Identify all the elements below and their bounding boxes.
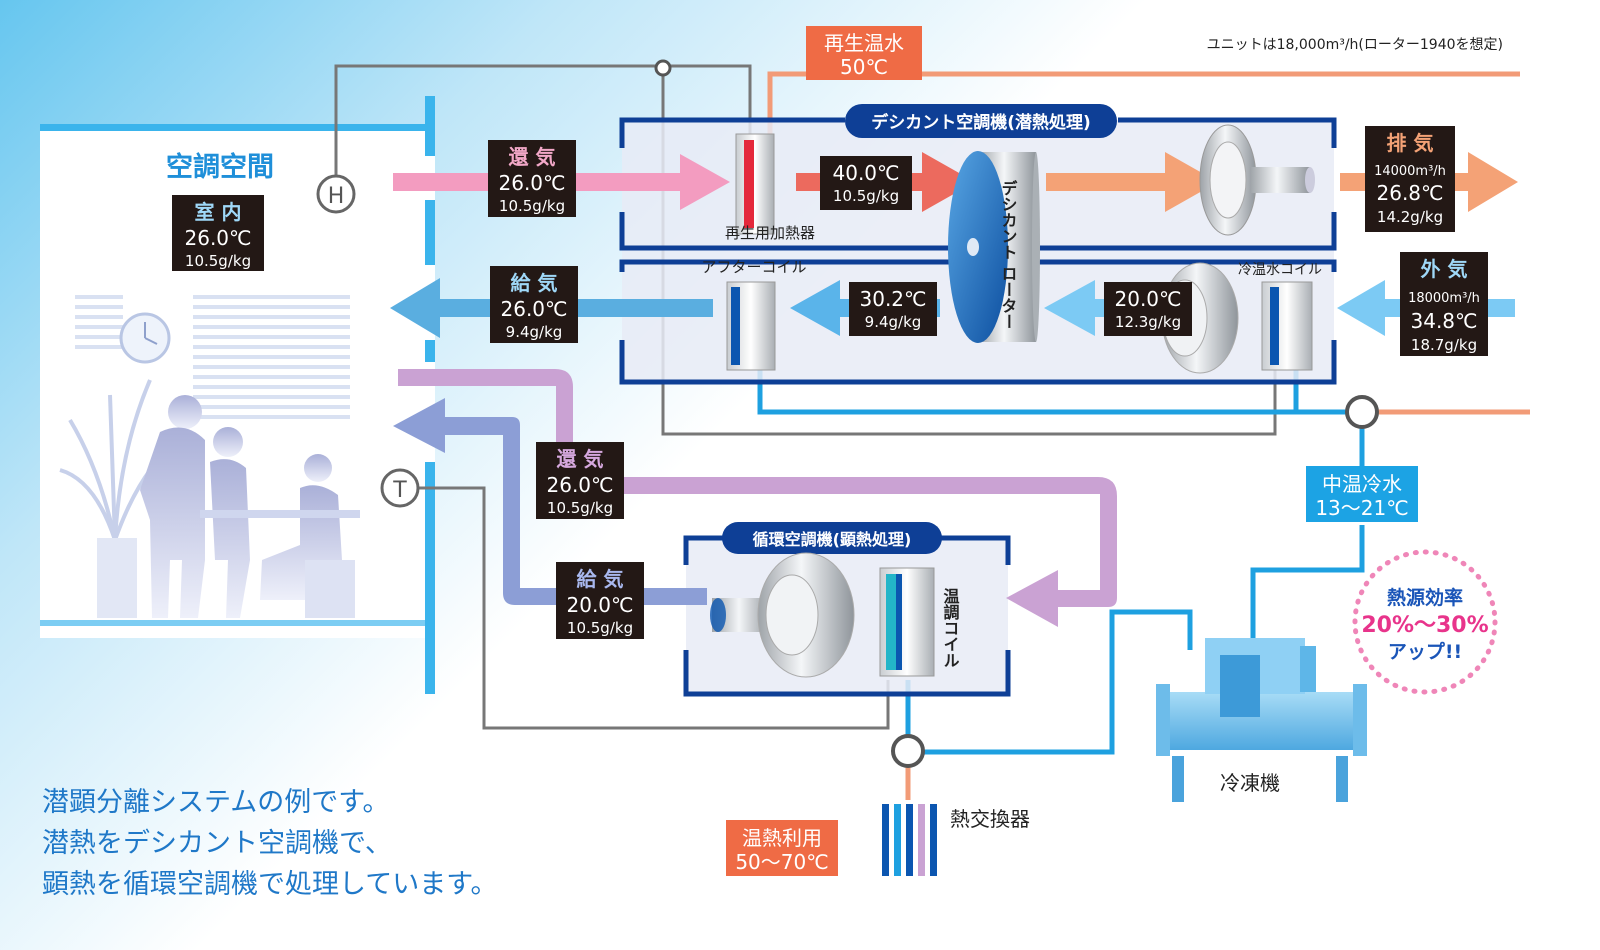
svg-text:34.8℃: 34.8℃ xyxy=(1411,309,1478,333)
description-text: 潜顕分離システムの例です。 潜熱をデシカント空調機で、 顕熱を循環空調機で処理し… xyxy=(42,782,498,905)
room-condition-label: 室 内 26.0℃ 10.5g/kg xyxy=(172,195,264,271)
svg-text:排 気: 排 気 xyxy=(1387,131,1434,155)
svg-text:18000m³/h: 18000m³/h xyxy=(1408,291,1480,306)
svg-text:室 内: 室 内 xyxy=(195,200,242,224)
hot-water-lines xyxy=(767,71,1530,800)
svg-text:12.3g/kg: 12.3g/kg xyxy=(1115,313,1181,331)
efficiency-badge: 熱源効率 20%〜30% アップ!! xyxy=(1352,549,1498,695)
desiccant-rotor xyxy=(948,151,1040,343)
svg-text:アップ!!: アップ!! xyxy=(1388,640,1462,663)
svg-text:9.4g/kg: 9.4g/kg xyxy=(865,313,922,331)
supply-air-top-label: 給 気 26.0℃ 9.4g/kg xyxy=(490,266,578,343)
svg-text:30.2℃: 30.2℃ xyxy=(860,287,927,311)
svg-text:10.5g/kg: 10.5g/kg xyxy=(185,252,251,270)
circulation-unit-title: 循環空調機(顕熱処理) xyxy=(753,530,912,549)
chw-coil-label: 冷温水コイル xyxy=(1238,262,1322,278)
post-rotor-label: 30.2℃ 9.4g/kg xyxy=(849,282,937,336)
exhaust-label: 排 気 14000m³/h 26.8℃ 14.2g/kg xyxy=(1365,126,1455,232)
svg-text:10.5g/kg: 10.5g/kg xyxy=(499,197,565,215)
supply-fan xyxy=(710,552,855,678)
svg-text:10.5g/kg: 10.5g/kg xyxy=(547,499,613,517)
svg-text:26.0℃: 26.0℃ xyxy=(501,297,568,321)
plant-pot xyxy=(97,538,137,618)
svg-text:H: H xyxy=(328,184,345,209)
heat-exchanger-label: 熱交換器 xyxy=(950,807,1030,831)
svg-text:T: T xyxy=(392,478,407,503)
svg-text:還 気: 還 気 xyxy=(509,145,556,169)
svg-text:26.0℃: 26.0℃ xyxy=(185,226,252,250)
svg-text:9.4g/kg: 9.4g/kg xyxy=(506,323,563,341)
svg-text:18.7g/kg: 18.7g/kg xyxy=(1411,336,1477,354)
rotor-label: デシカント ローター xyxy=(999,179,1018,329)
temp-coil xyxy=(879,567,935,677)
desiccant-unit-title: デシカント空調機(潜熱処理) xyxy=(871,112,1091,133)
return-air-top-label: 還 気 26.0℃ 10.5g/kg xyxy=(488,140,576,217)
description-line-3: 顕熱を循環空調機で処理しています。 xyxy=(42,869,498,900)
chw-coil xyxy=(1261,281,1313,371)
exhaust-arrow-1 xyxy=(1046,152,1218,212)
svg-text:給 気: 給 気 xyxy=(511,271,558,295)
regen-hot-water-label: 再生温水 50℃ xyxy=(806,26,922,80)
svg-text:給 気: 給 気 xyxy=(577,567,624,591)
heat-use-label: 温熱利用 50〜70℃ xyxy=(726,820,838,876)
svg-text:外 気: 外 気 xyxy=(1421,257,1468,281)
ceiling-line xyxy=(40,124,435,131)
junction-point xyxy=(654,59,672,77)
svg-text:26.0℃: 26.0℃ xyxy=(499,171,566,195)
supply-air-bottom-label: 給 気 20.0℃ 10.5g/kg xyxy=(556,562,644,639)
svg-text:50〜70℃: 50〜70℃ xyxy=(735,850,828,874)
clock-icon xyxy=(119,312,171,364)
svg-text:温熱利用: 温熱利用 xyxy=(742,826,822,850)
return-air-bottom-arrow xyxy=(398,369,1117,627)
svg-text:20.0℃: 20.0℃ xyxy=(567,593,634,617)
pump-icon-2 xyxy=(891,734,925,768)
mid-chilled-water-label: 中温冷水 13〜21℃ xyxy=(1306,466,1418,522)
svg-text:50℃: 50℃ xyxy=(840,55,888,79)
pump-icon xyxy=(1345,395,1379,429)
svg-text:熱源効率: 熱源効率 xyxy=(1387,586,1463,609)
svg-text:10.5g/kg: 10.5g/kg xyxy=(833,187,899,205)
floor-line xyxy=(40,620,435,626)
exhaust-fan xyxy=(1199,124,1315,236)
heat-exchanger xyxy=(882,804,937,876)
svg-text:26.8℃: 26.8℃ xyxy=(1377,181,1444,205)
temp-coil-label: 温調コイル xyxy=(941,588,961,668)
svg-text:再生温水: 再生温水 xyxy=(824,31,904,55)
description-line-2: 潜熱をデシカント空調機で、 xyxy=(42,828,392,859)
unit-note: ユニットは18,000m³/h(ローター1940を想定) xyxy=(1207,37,1503,53)
after-coil-label: アフターコイル xyxy=(701,258,806,276)
chiller-label: 冷凍機 xyxy=(1220,771,1280,795)
svg-text:10.5g/kg: 10.5g/kg xyxy=(567,619,633,637)
temperature-sensor-icon: T xyxy=(380,468,420,508)
svg-text:40.0℃: 40.0℃ xyxy=(833,161,900,185)
regen-heater xyxy=(735,133,775,235)
supply-air-bottom-arrow xyxy=(393,398,707,605)
outside-air-label: 外 気 18000m³/h 34.8℃ 18.7g/kg xyxy=(1400,252,1488,356)
desiccant-unit-title-bg xyxy=(845,104,1117,138)
window-blinds xyxy=(75,295,350,419)
description-line-1: 潜顕分離システムの例です。 xyxy=(42,787,390,818)
svg-text:還 気: 還 気 xyxy=(557,447,604,471)
svg-text:14.2g/kg: 14.2g/kg xyxy=(1377,208,1443,226)
svg-text:中温冷水: 中温冷水 xyxy=(1322,472,1402,496)
regen-point-label: 40.0℃ 10.5g/kg xyxy=(820,156,912,210)
svg-text:26.0℃: 26.0℃ xyxy=(547,473,614,497)
after-coil xyxy=(726,281,776,371)
chiller xyxy=(1156,638,1367,802)
people-silhouette xyxy=(140,395,360,618)
space-title: 空調空間 xyxy=(166,151,274,183)
return-air-bottom-label: 還 気 26.0℃ 10.5g/kg xyxy=(536,442,624,519)
svg-text:20.0℃: 20.0℃ xyxy=(1115,287,1182,311)
svg-text:14000m³/h: 14000m³/h xyxy=(1374,164,1446,179)
post-coil-label: 20.0℃ 12.3g/kg xyxy=(1104,282,1192,336)
conditioned-space xyxy=(40,96,435,694)
svg-text:20%〜30%: 20%〜30% xyxy=(1361,613,1488,638)
svg-text:13〜21℃: 13〜21℃ xyxy=(1315,496,1408,520)
humidity-sensor-icon: H xyxy=(316,174,356,214)
regen-heater-label: 再生用加熱器 xyxy=(725,224,815,242)
